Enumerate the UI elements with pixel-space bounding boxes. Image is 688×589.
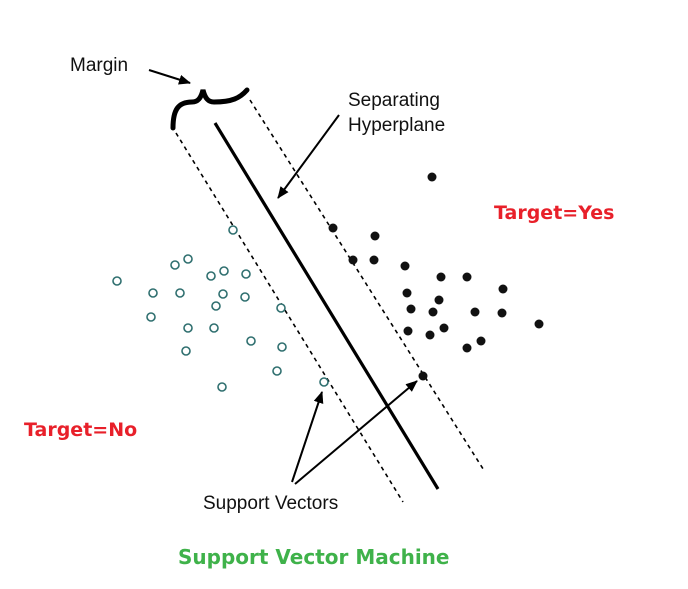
target-yes-points <box>328 172 544 381</box>
data-point <box>218 289 228 299</box>
data-point <box>369 255 379 265</box>
data-point <box>217 382 227 392</box>
data-point <box>462 343 472 353</box>
support-vector-arrow-left <box>291 391 324 483</box>
data-point <box>181 346 191 356</box>
data-point <box>219 266 229 276</box>
support-vector-arrow-right <box>294 380 418 485</box>
target-no-label: Target=No <box>24 419 137 441</box>
data-point <box>211 301 221 311</box>
data-point <box>175 288 185 298</box>
data-point <box>418 371 428 381</box>
data-point <box>476 336 486 346</box>
data-point <box>277 342 287 352</box>
data-point <box>272 366 282 376</box>
data-point <box>425 330 435 340</box>
data-point <box>462 272 472 282</box>
data-point <box>428 307 438 317</box>
data-point <box>319 377 329 387</box>
data-point <box>497 308 507 318</box>
margin-brace <box>170 87 250 131</box>
data-point <box>370 231 380 241</box>
margin-arrow <box>148 69 191 85</box>
data-point <box>348 255 358 265</box>
data-point <box>406 304 416 314</box>
data-point <box>148 288 158 298</box>
data-point <box>436 272 446 282</box>
data-point <box>434 295 444 305</box>
target-yes-label: Target=Yes <box>494 202 614 224</box>
data-point <box>228 225 238 235</box>
data-point <box>534 319 544 329</box>
target-no-points <box>112 225 329 392</box>
data-point <box>170 260 180 270</box>
data-point <box>183 323 193 333</box>
data-point <box>209 323 219 333</box>
data-point <box>246 336 256 346</box>
margin-label: Margin <box>70 55 128 76</box>
hyperplane-arrow <box>277 114 340 199</box>
data-point <box>328 223 338 233</box>
lower-margin-line <box>175 132 404 503</box>
hyperplane-label-line1: Separating <box>348 90 440 111</box>
data-point <box>427 172 437 182</box>
data-point <box>112 276 122 286</box>
data-point <box>470 307 480 317</box>
data-point <box>240 292 250 302</box>
hyperplane-label-line2: Hyperplane <box>348 115 445 136</box>
data-point <box>241 269 251 279</box>
data-point <box>146 312 156 322</box>
data-point <box>403 326 413 336</box>
data-point <box>498 284 508 294</box>
separating-hyperplane-line <box>213 122 440 490</box>
data-point <box>206 271 216 281</box>
data-point <box>402 288 412 298</box>
data-point <box>439 323 449 333</box>
data-point <box>183 254 193 264</box>
support-vectors-label: Support Vectors <box>203 493 338 514</box>
data-point <box>276 303 286 313</box>
data-point <box>400 261 410 271</box>
diagram-caption: Support Vector Machine <box>178 545 449 569</box>
upper-margin-line <box>249 99 486 473</box>
